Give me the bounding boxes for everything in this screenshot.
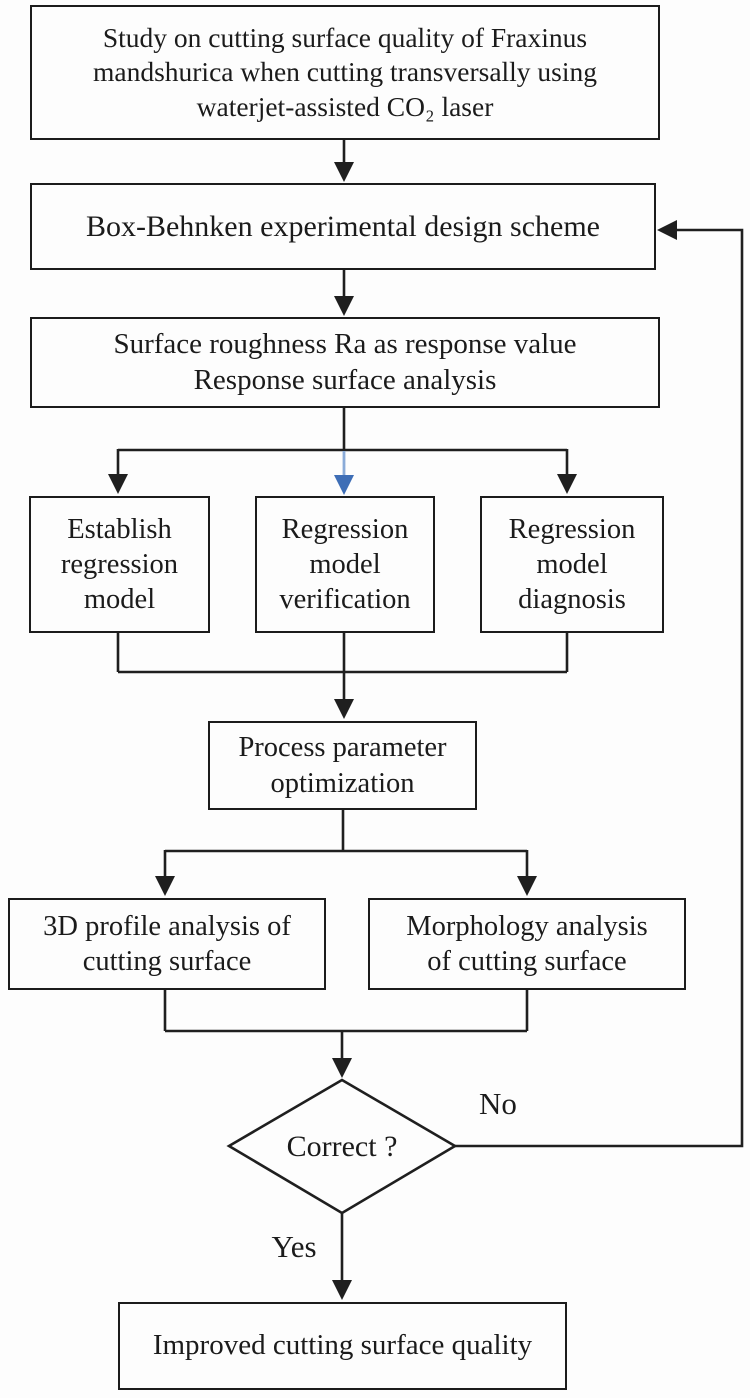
node-establish-line1: Establish (67, 513, 172, 545)
node-regression-model-diagnosis: Regression model diagnosis (480, 496, 664, 633)
node-diagnosis-line1: Regression (508, 513, 636, 545)
connector-rsa-branch (118, 408, 567, 452)
node-regression-model-verification: Regression model verification (255, 496, 435, 633)
node-verification-line3: verification (279, 584, 411, 616)
node-study-line3: waterjet-assisted CO₂ laser (196, 90, 494, 122)
node-improved-line1: Improved cutting surface quality (152, 1329, 533, 1362)
node-diagnosis-line3: diagnosis (518, 584, 626, 616)
arrow-merge-to-decision (332, 1031, 352, 1078)
node-study-line2: mandshurica when cutting transversally u… (92, 56, 598, 88)
connector-analysis-merge (163, 990, 529, 1033)
node-establish-line3: model (83, 584, 156, 616)
node-morphology-analysis: Morphology analysis of cutting surface (368, 898, 686, 990)
node-bbd-line1: Box-Behnken experimental design scheme (85, 209, 600, 243)
node-rsa-line1: Surface roughness Ra as response value (113, 327, 577, 360)
node-establish-line2: regression (60, 548, 179, 580)
node-verification-line1: Regression (281, 513, 409, 545)
arrow-yes-to-improved (332, 1213, 352, 1300)
arrow-branch-to-diagnosis (557, 449, 577, 494)
node-improved-cutting-surface-quality: Improved cutting surface quality (118, 1302, 567, 1390)
node-morphology-line1: Morphology analysis (406, 910, 648, 942)
connector-no-feedback-loop (455, 220, 744, 1148)
node-diagnosis-line2: model (536, 548, 608, 580)
arrow-branch-to-profile3d (155, 850, 175, 896)
node-verification-line2: model (309, 548, 381, 580)
node-optimization-line2: optimization (270, 767, 415, 799)
node-3d-profile-analysis: 3D profile analysis of cutting surface (8, 898, 326, 990)
node-optimization-line1: Process parameter (238, 732, 447, 764)
arrow-merge-to-optimization (334, 672, 354, 719)
node-profile3d-line1: 3D profile analysis of (43, 910, 291, 942)
node-study-line1: Study on cutting surface quality of Frax… (102, 22, 588, 54)
node-process-parameter-optimization: Process parameter optimization (208, 721, 477, 810)
arrow-bbd-to-rsa (334, 270, 354, 316)
arrow-study-to-bbd (334, 140, 354, 182)
edge-label-yes: Yes (271, 1229, 317, 1264)
node-response-surface-analysis: Surface roughness Ra as response value R… (30, 317, 660, 408)
edge-label-no: No (479, 1086, 517, 1121)
node-study-title: Study on cutting surface quality of Frax… (30, 5, 660, 140)
node-box-behnken-design: Box-Behnken experimental design scheme (30, 183, 656, 270)
node-morphology-line2: of cutting surface (427, 946, 627, 977)
arrow-branch-to-establish (108, 449, 128, 494)
connector-optimization-branch (165, 810, 527, 853)
arrow-branch-to-morphology (517, 850, 537, 896)
node-rsa-line2: Response surface analysis (193, 363, 497, 396)
decision-label: Correct ? (286, 1129, 398, 1163)
node-establish-regression-model: Establish regression model (29, 496, 210, 633)
arrow-branch-to-verification-highlight (334, 451, 354, 495)
connector-regression-merge (116, 633, 569, 674)
node-profile3d-line2: cutting surface (82, 946, 252, 977)
